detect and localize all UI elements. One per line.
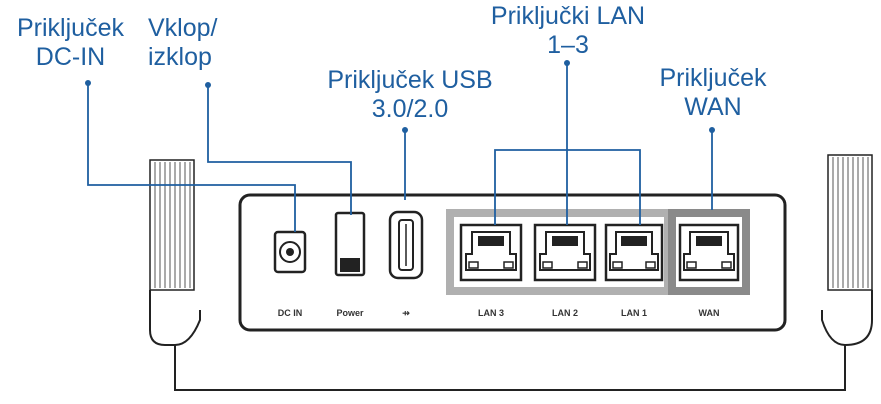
dc-in-port-label: DC IN [278, 308, 303, 318]
usb-port-label: ⇸ [402, 308, 410, 318]
usb-leader-dot [402, 127, 408, 133]
lan2-port[interactable] [533, 223, 597, 282]
wan-port[interactable] [678, 223, 740, 282]
power-callout-line1: Vklop/ [148, 14, 218, 42]
router-body-outline [149, 290, 873, 391]
lan3-port-label: LAN 3 [478, 308, 504, 318]
power-leader-dot [205, 82, 211, 88]
lan3-port[interactable] [459, 223, 523, 282]
wan-callout-line1: Priključek [659, 64, 767, 92]
dc-in-jack[interactable] [273, 230, 307, 274]
lan1-port-label: LAN 1 [621, 308, 647, 318]
usb-callout: Priključek USB 3.0/2.0 [305, 66, 515, 124]
usb-callout-line2: 3.0/2.0 [371, 95, 449, 123]
power-leader-line [207, 85, 352, 215]
usb-port[interactable] [388, 210, 424, 280]
wan-port-frame [668, 209, 750, 295]
power-port-label: Power [336, 308, 364, 318]
power-callout: Vklop/ izklop [148, 14, 253, 72]
dc-in-callout: Priključek DC-IN [8, 14, 133, 72]
lan-callout-line1: Priključki LAN [490, 2, 646, 30]
power-switch[interactable] [334, 211, 366, 277]
dc-in-leader-line [87, 83, 296, 232]
dc-in-callout-line1: Priključek [17, 14, 124, 42]
wan-port-label: WAN [699, 308, 720, 318]
dc-in-leader-dot [85, 80, 91, 86]
usb-callout-line1: Priključek USB [327, 66, 493, 94]
lan-callout-line2: 1–3 [547, 31, 589, 59]
power-callout-line2: izklop [148, 43, 212, 71]
left-vent-grille [149, 159, 195, 291]
wan-callout-line2: WAN [684, 93, 742, 121]
lan1-port[interactable] [604, 223, 664, 282]
lan-leader-dot [564, 60, 570, 66]
lan2-port-label: LAN 2 [552, 308, 578, 318]
lan-bracket-line [494, 149, 641, 225]
dc-in-callout-line2: DC-IN [35, 43, 106, 71]
wan-leader-dot [709, 127, 715, 133]
lan-callout: Priključki LAN 1–3 [468, 2, 668, 60]
right-vent-grille [827, 154, 873, 291]
wan-callout: Priključek WAN [648, 64, 778, 122]
